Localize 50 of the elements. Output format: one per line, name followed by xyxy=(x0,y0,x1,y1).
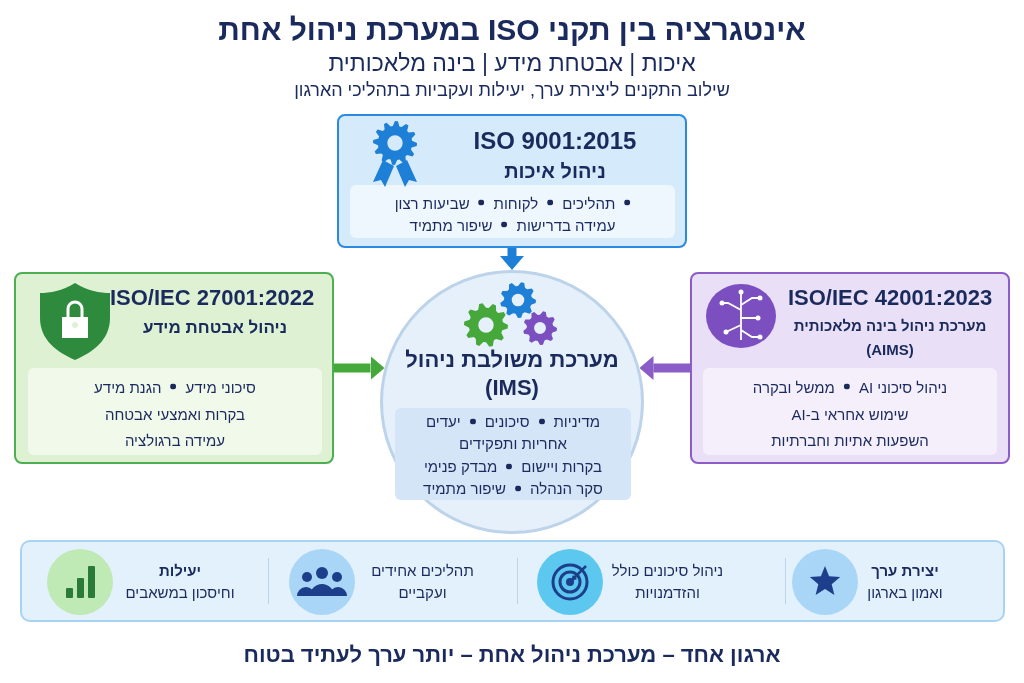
list-item: תהליכים xyxy=(562,194,616,211)
list-item: סקר הנהלה xyxy=(530,479,603,497)
card-heading: ניהול איכות xyxy=(504,159,606,183)
list-item: הגנת מידע xyxy=(94,378,162,395)
list-item: שיפור מתמיד xyxy=(423,479,507,497)
bullet-panel xyxy=(703,368,997,455)
card-heading: ISO/IEC 27001:2022 xyxy=(109,285,315,311)
list-item: בקרות ויישום xyxy=(521,457,603,475)
card-heading: ISO/IEC 42001:2023 xyxy=(787,285,993,311)
list-item: ניהול סיכוני AI xyxy=(858,378,948,395)
caption: ארגון אחד – מערכת ניהול אחת – יותר ערך לעתיד בטוח xyxy=(243,642,781,668)
list-item: לקוחות xyxy=(493,194,539,211)
benefit-text: ניהול סיכונים כולל והזדמנויות xyxy=(610,561,725,603)
card-heading: (IMS) xyxy=(485,375,539,401)
card-heading: ניהול אבטחת מידע xyxy=(142,318,288,338)
list-item: עמידה ברגולציה xyxy=(124,431,226,448)
benefit-text: יעילות xyxy=(158,561,202,582)
benefit-text: תהליכים אחידים ועקביים xyxy=(370,561,475,603)
title: אינטגרציה בין תקני ISO במערכת ניהול אחת xyxy=(218,12,806,48)
list-item: שיפור מתמיד xyxy=(409,216,493,233)
card-heading: ISO 9001:2015 xyxy=(473,127,637,155)
standard-card xyxy=(337,114,687,248)
card-heading: מערכת משולבת ניהול xyxy=(405,347,619,373)
subtitle: איכות | אבטחת מידע | בינה מלאכותית xyxy=(328,49,696,77)
list-item: שימוש אחראי ב-AI xyxy=(791,405,909,422)
list-item: ממשל ובקרה xyxy=(752,378,835,395)
benefit-text: יצירת ערך xyxy=(871,561,939,582)
card-heading: מערכת ניהול בינה מלאכותית xyxy=(793,317,987,335)
card-heading: (AIMS) xyxy=(866,341,914,359)
bullet-panel xyxy=(28,368,322,455)
bullet-panel xyxy=(395,408,631,500)
list-item: בקרות ואמצעי אבטחה xyxy=(104,405,246,422)
benefit-text: ואמון בארגון xyxy=(867,583,943,603)
list-item: סיכונים xyxy=(484,412,530,430)
bullet-panel xyxy=(350,185,675,238)
tagline: שילוב התקנים ליצירת ערך, יעילות ועקביות בתהליכי הארגון xyxy=(294,79,730,101)
list-item: יעדים xyxy=(426,412,461,430)
arrow xyxy=(500,248,524,270)
list-item: השפעות אתיות וחברתיות xyxy=(771,431,929,448)
arrow xyxy=(334,356,385,380)
list-item: אחריות ותפקידים xyxy=(459,434,567,452)
list-item: מבדק פנימי xyxy=(423,457,498,475)
list-item: שביעות רצון xyxy=(394,194,470,211)
list-item: עמידה בדרישות xyxy=(516,216,616,233)
benefit-text: וחיסכון במשאבים xyxy=(125,583,235,603)
standard-card xyxy=(690,272,1010,464)
list-item: מדיניות xyxy=(553,412,600,430)
standard-card xyxy=(14,272,334,464)
arrow xyxy=(639,356,690,380)
list-item: סיכוני מידע xyxy=(185,378,256,395)
